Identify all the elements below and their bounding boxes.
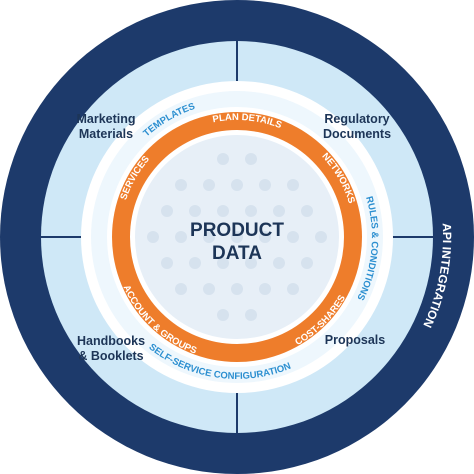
regulatory-documents-label: Regulatory Documents <box>322 112 392 141</box>
decor-dot <box>161 257 173 269</box>
decor-dot <box>203 231 215 243</box>
decor-dot <box>217 153 229 165</box>
decor-dot <box>175 231 187 243</box>
decor-dot <box>231 179 243 191</box>
decor-dot <box>175 283 187 295</box>
decor-dot <box>175 179 187 191</box>
handbooks-booklets-label: Handbooks & Booklets <box>76 334 146 363</box>
decor-dot <box>161 205 173 217</box>
decor-dot <box>189 257 201 269</box>
decor-dot <box>287 283 299 295</box>
decor-dot <box>203 283 215 295</box>
decor-dot <box>245 257 257 269</box>
decor-dot <box>301 257 313 269</box>
decor-dot <box>217 257 229 269</box>
decor-dot <box>273 205 285 217</box>
decor-dot <box>315 231 327 243</box>
decor-dot <box>245 309 257 321</box>
marketing-materials-label: Marketing Materials <box>76 112 136 141</box>
decor-dot <box>231 231 243 243</box>
decor-dot <box>301 205 313 217</box>
decor-dot <box>245 205 257 217</box>
decor-dot <box>217 205 229 217</box>
decor-dot <box>231 283 243 295</box>
decor-dot <box>273 257 285 269</box>
decor-dot <box>189 205 201 217</box>
decor-dot <box>245 153 257 165</box>
center-title-line1: PRODUCT <box>190 220 284 241</box>
proposals-label: Proposals <box>324 333 386 347</box>
decor-dot <box>147 231 159 243</box>
decor-dot <box>259 231 271 243</box>
dot-pattern <box>147 153 327 321</box>
decor-dot <box>259 179 271 191</box>
decor-dot <box>259 283 271 295</box>
decor-dot <box>287 179 299 191</box>
decor-dot <box>287 231 299 243</box>
center-title-line2: DATA <box>212 243 262 264</box>
decor-dot <box>203 179 215 191</box>
decor-dot <box>217 309 229 321</box>
